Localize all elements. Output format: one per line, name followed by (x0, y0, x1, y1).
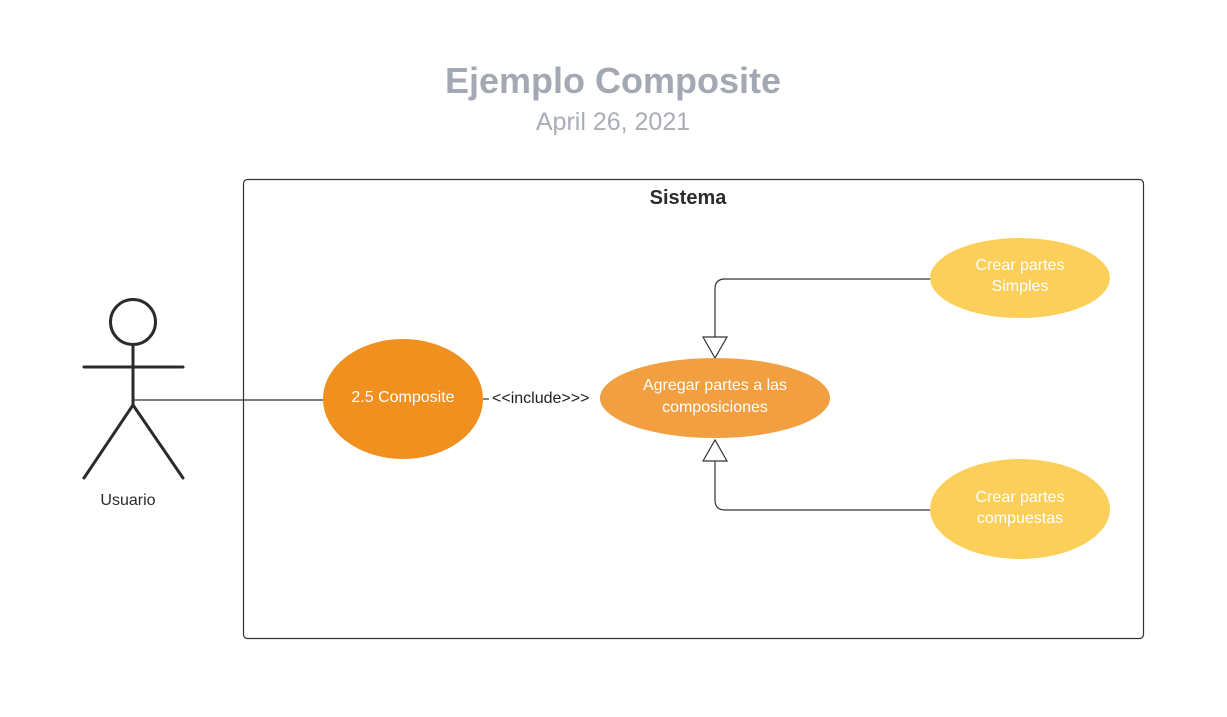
use-case-composite[interactable]: 2.5 Composite (323, 339, 483, 459)
generalization-compuestas-line[interactable] (714, 461, 931, 511)
use-case-simples-label-line1: Crear partes (976, 257, 1065, 274)
generalization-simples-line[interactable] (714, 278, 931, 337)
page-date: April 26, 2021 (536, 108, 690, 136)
use-case-agregar[interactable]: Agregar partes a las composiciones (600, 358, 830, 438)
use-case-agregar-label-line2: composiciones (662, 399, 768, 416)
actor-head (109, 298, 157, 346)
actor-left-leg (82, 403, 135, 480)
actor-right-leg (131, 403, 185, 480)
page-title: Ejemplo Composite (445, 60, 781, 101)
use-case-composite-label: 2.5 Composite (351, 389, 454, 406)
use-case-agregar-label-line1: Agregar partes a las (643, 377, 787, 394)
use-case-simples-label-line2: Simples (992, 278, 1049, 295)
use-case-agregar-shape (600, 358, 830, 438)
generalization-compuestas-arrowhead (701, 438, 729, 462)
use-case-simples[interactable]: Crear partes Simples (930, 238, 1110, 318)
use-case-simples-shape (930, 238, 1110, 318)
use-case-compuestas-label-line1: Crear partes (976, 489, 1065, 506)
actor-usuario[interactable] (82, 298, 185, 480)
system-label: Sistema (650, 187, 728, 209)
use-case-composite-shape (323, 339, 483, 459)
use-case-compuestas-shape (930, 459, 1110, 559)
use-case-compuestas-label-line2: compuestas (977, 510, 1063, 527)
include-label: <<include>>> (492, 390, 589, 407)
actor-label: Usuario (100, 492, 155, 509)
generalization-simples-arrowhead (701, 336, 729, 360)
use-case-compuestas[interactable]: Crear partes compuestas (930, 459, 1110, 559)
